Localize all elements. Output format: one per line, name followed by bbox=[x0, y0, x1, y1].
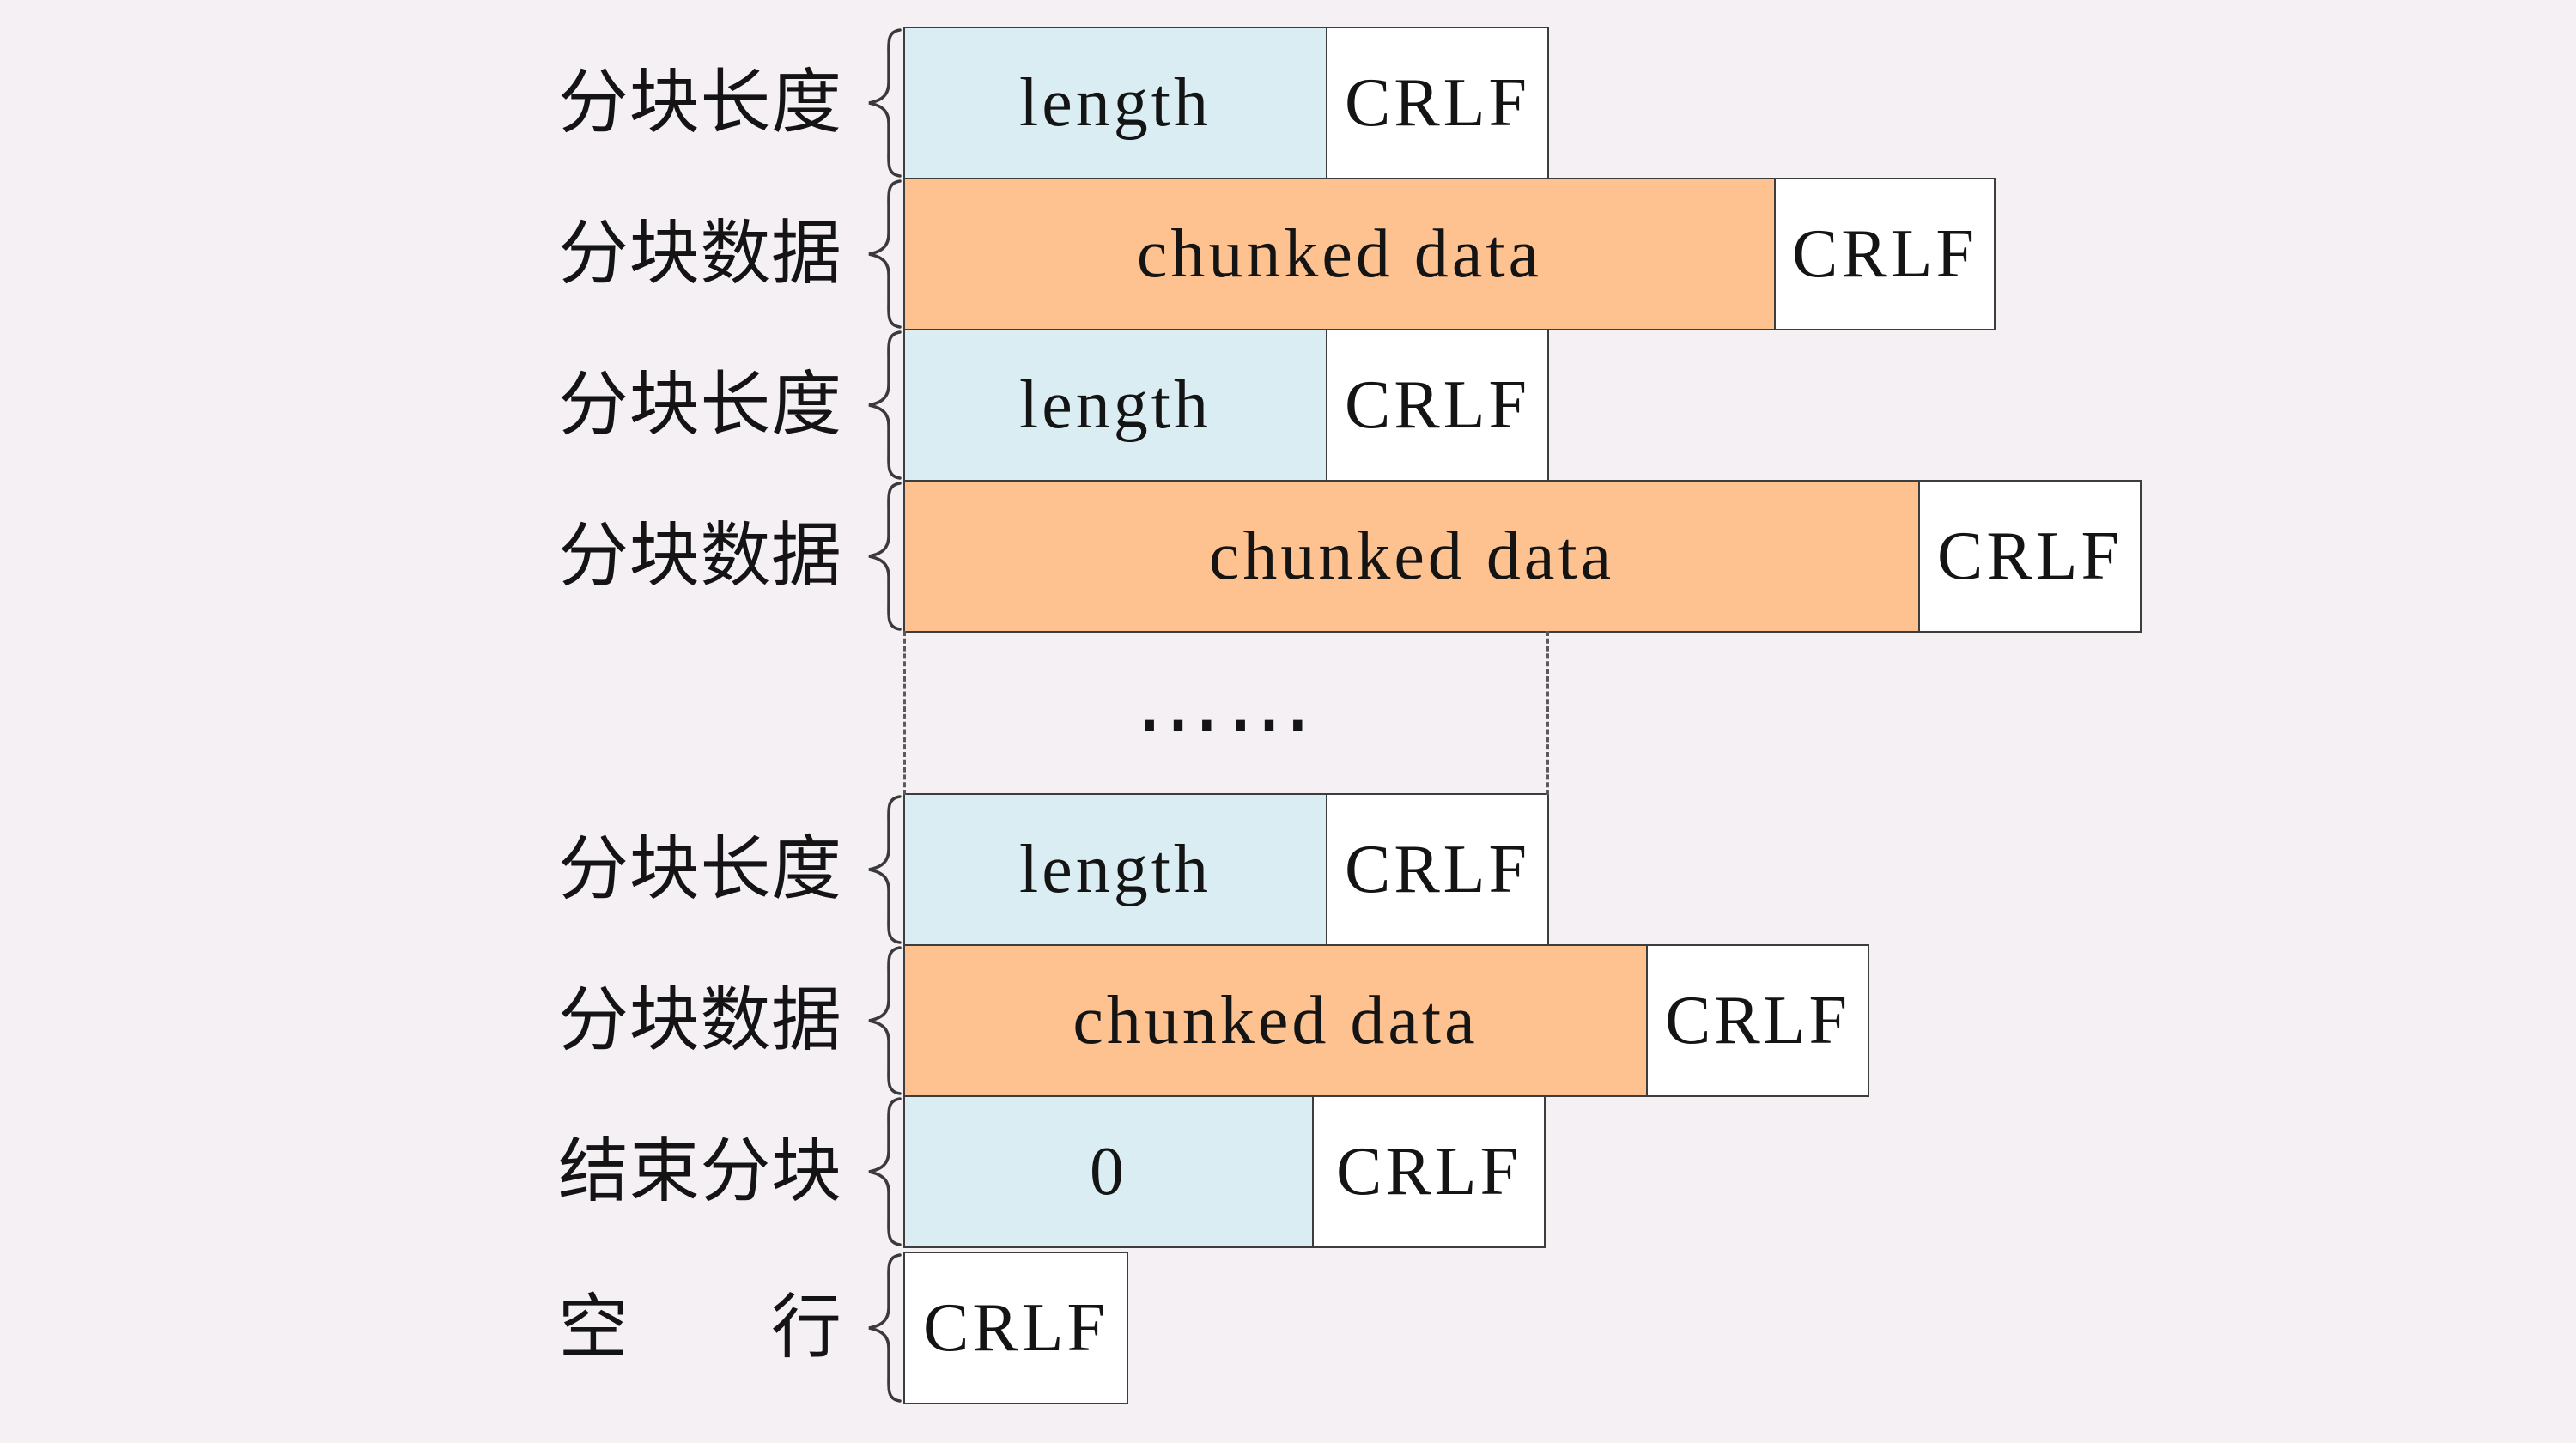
row-cells: CRLF bbox=[903, 1252, 1128, 1404]
crlf-cell: CRLF bbox=[1312, 1095, 1546, 1248]
length-cell: length bbox=[903, 27, 1327, 179]
length-cell: length bbox=[903, 793, 1327, 946]
crlf-cell: CRLF bbox=[1326, 793, 1549, 946]
ellipsis-gap: …… bbox=[558, 631, 2142, 795]
row-label: 分块长度 bbox=[558, 63, 841, 142]
crlf-cell: CRLF bbox=[1326, 27, 1549, 179]
crlf-cell: CRLF bbox=[1774, 178, 1996, 330]
row-label: 分块数据 bbox=[558, 516, 841, 595]
data-cell: chunked data bbox=[903, 944, 1648, 1097]
brace-icon bbox=[841, 330, 903, 481]
crlf-cell: CRLF bbox=[903, 1252, 1128, 1404]
brace-icon bbox=[841, 481, 903, 632]
ellipsis-text: …… bbox=[1135, 651, 1317, 751]
zero-length-cell: 0 bbox=[903, 1095, 1314, 1248]
brace-icon bbox=[841, 1096, 903, 1247]
row-label: 分块数据 bbox=[558, 980, 841, 1059]
row-label: 分块长度 bbox=[558, 829, 841, 908]
row-label: 分块长度 bbox=[558, 365, 841, 444]
brace-icon bbox=[841, 945, 903, 1096]
brace-icon bbox=[841, 794, 903, 945]
crlf-cell: CRLF bbox=[1918, 480, 2142, 633]
crlf-cell: CRLF bbox=[1326, 329, 1549, 482]
length-cell: length bbox=[903, 329, 1327, 482]
row-label: 结束分块 bbox=[558, 1131, 841, 1210]
ellipsis-wrap: …… bbox=[903, 631, 1549, 795]
brace-icon bbox=[841, 179, 903, 330]
row-label: 分块数据 bbox=[558, 214, 841, 293]
brace-icon bbox=[841, 27, 903, 179]
diagram-row: 空 行 CRLF bbox=[558, 1252, 2142, 1404]
brace-icon bbox=[841, 1252, 903, 1404]
row-label: 空 行 bbox=[558, 1288, 841, 1367]
data-cell: chunked data bbox=[903, 178, 1776, 330]
crlf-cell: CRLF bbox=[1646, 944, 1869, 1097]
dashed-connector-right bbox=[1546, 631, 1549, 795]
data-cell: chunked data bbox=[903, 480, 1920, 633]
dashed-connector-left bbox=[903, 631, 906, 795]
